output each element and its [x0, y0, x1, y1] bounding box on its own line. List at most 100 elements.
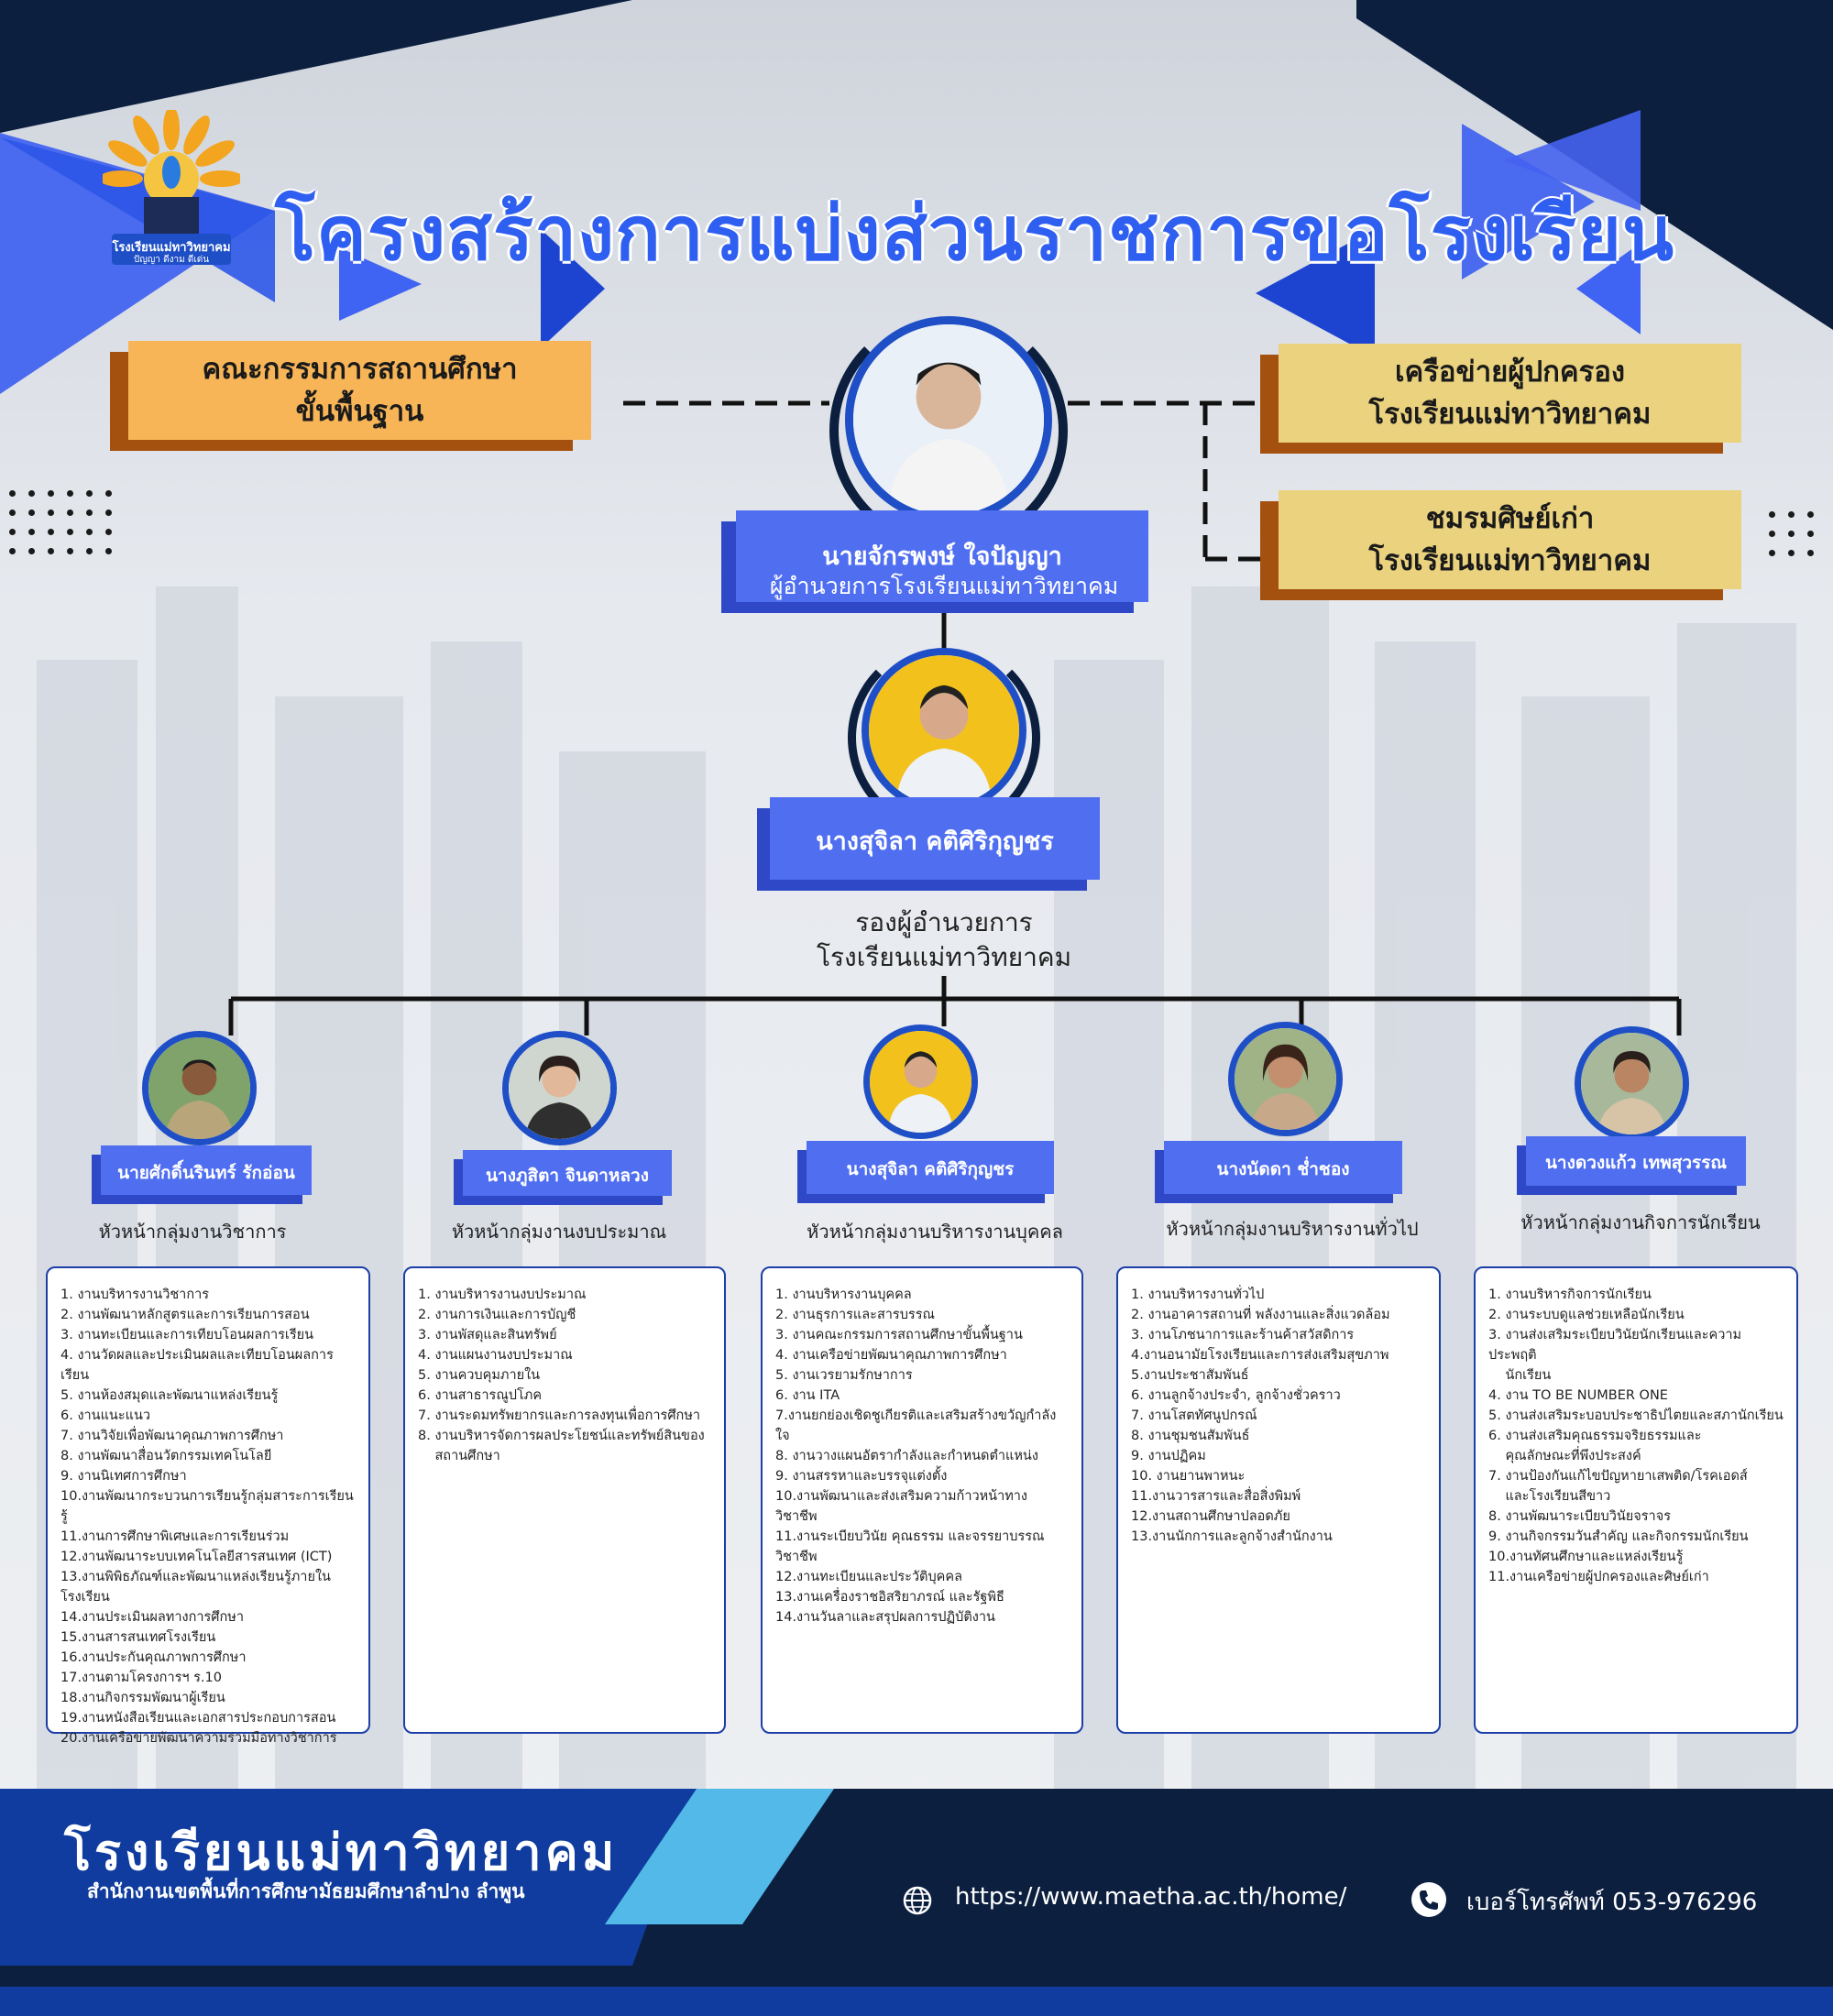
task-item: 14.งานประเมินผลทางการศึกษา: [60, 1610, 244, 1625]
deputy-photo: [862, 648, 1026, 813]
group-head-name-student-affairs: นางดวงแก้ว เทพสุวรรณ: [1544, 1153, 1728, 1173]
task-item: 13.งานเครื่องราชอิสริยาภรณ์ และรัฐพิธี: [775, 1590, 1004, 1605]
group-head-photo-academic: [142, 1031, 257, 1145]
group-head-name-budget: นางภูสิตา จินดาหลวง: [486, 1166, 649, 1186]
task-item: 12.งานพัฒนาระบบเทคโนโลยีสารสนเทศ (ICT): [60, 1550, 333, 1564]
task-list-card-academic: 1. งานบริหารงานวิชาการ 2. งานพัฒนาหลักสูต…: [46, 1266, 370, 1746]
task-item: 6. งานสาธารณูปโภค: [418, 1388, 543, 1403]
group-role-student-affairs: หัวหน้ากลุ่มงานกิจการนักเรียน: [1520, 1211, 1761, 1233]
task-item: 1. งานบริหารงานวิชาการ: [60, 1287, 210, 1302]
website-link[interactable]: https://www.maetha.ac.th/home/: [955, 1883, 1347, 1911]
task-item: 10.งานทัศนศึกษาและแหล่งเรียนรู้: [1488, 1550, 1684, 1564]
task-item: 6. งานลูกจ้างประจำ, ลูกจ้างชั่วคราว: [1131, 1388, 1341, 1403]
person-icon: [148, 1037, 250, 1139]
person-icon: [509, 1037, 610, 1139]
task-list-academic: 1. งานบริหารงานวิชาการ 2. งานพัฒนาหลักสูต…: [60, 1285, 356, 1748]
task-item: 4. งาน TO BE NUMBER ONE: [1488, 1388, 1668, 1403]
task-item: 2. งานธุรการและสารบรรณ: [775, 1308, 935, 1322]
group-role-budget: หัวหน้ากลุ่มงานงบประมาณ: [451, 1221, 667, 1243]
director-position: ผู้อำนวยการโรงเรียนแม่ทาวิทยาคม: [769, 573, 1119, 599]
group-head-photo-personnel: [863, 1024, 978, 1139]
footer-school-name: โรงเรียนแม่ทาวิทยาคม: [64, 1824, 619, 1881]
task-item: 9. งานสรรหาและบรรจุแต่งตั้ง: [775, 1469, 948, 1484]
parent-network-box: เครือข่ายผู้ปกครอง โรงเรียนแม่ทาวิทยาคม: [1260, 344, 1741, 454]
task-item: 4. งานวัดผลและประเมินผลและเทียบโอนผลการเ…: [60, 1348, 334, 1383]
person-icon: [853, 324, 1044, 515]
task-item: 4. งานเครือข่ายพัฒนาคุณภาพการศึกษา: [775, 1348, 1007, 1363]
task-item: 4.งานอนามัยโรงเรียนและการส่งเสริมสุขภาพ: [1131, 1348, 1389, 1363]
task-item: 9. งานปฏิคม: [1131, 1449, 1206, 1463]
task-item: 8. งานบริหารจัดการผลประโยชน์และทรัพย์สิน…: [418, 1429, 705, 1463]
task-item: 2. งานพัฒนาหลักสูตรและการเรียนการสอน: [60, 1308, 310, 1322]
task-item: 14.งานวันลาและสรุปผลการปฏิบัติงาน: [775, 1610, 995, 1625]
task-item: 9. งานกิจกรรมวันสำคัญ และกิจกรรมนักเรียน: [1488, 1529, 1749, 1544]
task-item: 6. งานส่งเสริมคุณธรรมจริยธรรมและ คุณลักษ…: [1488, 1429, 1702, 1463]
task-item: 8. งานพัฒนาสื่อนวัตกรรมเทคโนโลยี: [60, 1449, 272, 1463]
person-icon: [1581, 1033, 1683, 1134]
group-head-name-general: นางนัดดา ช่ำชอง: [1216, 1159, 1350, 1179]
task-item: 3. งานโภชนาการและร้านค้าสวัสดิการ: [1131, 1328, 1355, 1342]
task-item: 11.งานระเบียบวินัย คุณธรรม และจรรยาบรรณว…: [775, 1529, 1045, 1564]
task-item: 4. งานแผนงานงบประมาณ: [418, 1348, 573, 1363]
task-item: 5. งานเวรยามรักษาการ: [775, 1368, 913, 1383]
school-board-line2: ขั้นพื้นฐาน: [295, 395, 424, 428]
task-item: 8. งานชุมชนสัมพันธ์: [1131, 1429, 1250, 1443]
alumni-box: ชมรมศิษย์เก่า โรงเรียนแม่ทาวิทยาคม: [1260, 490, 1741, 600]
page-title: โครงสร้างการแบ่งส่วนราชการขอโรงเรียน: [275, 191, 1675, 278]
task-item: 3. งานส่งเสริมระเบียบวินัยนักเรียนและควา…: [1488, 1328, 1742, 1383]
task-item: 18.งานกิจกรรมพัฒนาผู้เรียน: [60, 1691, 225, 1705]
director-name-box: นายจักรพงษ์ ใจปัญญา: [736, 510, 1148, 602]
parent-network-line2: โรงเรียนแม่ทาวิทยาคม: [1368, 398, 1652, 431]
deputy-position-line1: รองผู้อำนวยการ: [855, 907, 1033, 937]
deputy-position-line2: โรงเรียนแม่ทาวิทยาคม: [816, 942, 1072, 972]
group-head-name-personnel: นางสุจิลา คติศิริกุญชร: [846, 1159, 1015, 1179]
task-item: 3. งานคณะกรรมการสถานศึกษาขั้นพื้นฐาน: [775, 1328, 1023, 1342]
group-head-photo-student-affairs: [1575, 1026, 1689, 1141]
group-head-name-academic: นายศักดิ์นรินทร์ รักอ่อน: [117, 1163, 295, 1183]
footer-office: สำนักงานเขตพื้นที่การศึกษามัธยมศึกษาลำปา…: [87, 1880, 525, 1902]
phone-number[interactable]: เบอร์โทรศัพท์ 053-976296: [1466, 1889, 1758, 1916]
group-head-name-box-student-affairs: นางดวงแก้ว เทพสุวรรณ: [1526, 1136, 1746, 1186]
task-item: 11.งานเครือข่ายผู้ปกครองและศิษย์เก่า: [1488, 1570, 1709, 1584]
person-icon: [870, 1031, 971, 1133]
task-item: 7. งานป้องกันแก้ไขปัญหายาเสพติด/โรคเอดส์…: [1488, 1469, 1748, 1504]
task-item: 11.งานการศึกษาพิเศษและการเรียนร่วม: [60, 1529, 290, 1544]
task-item: 20.งานเครือข่ายพัฒนาความร่วมมือทางวิชากา…: [60, 1731, 337, 1746]
task-item: 17.งานตามโครงการฯ ร.10: [60, 1671, 222, 1685]
task-item: 13.งานพิพิธภัณฑ์และพัฒนาแหล่งเรียนรู้ภาย…: [60, 1570, 331, 1605]
task-item: 8. งานวางแผนอัตรากำลังและกำหนดตำแหน่ง: [775, 1449, 1038, 1463]
group-role-academic: หัวหน้ากลุ่มงานวิชาการ: [98, 1221, 287, 1243]
globe-icon: [903, 1886, 932, 1915]
task-item: 12.งานสถานศึกษาปลอดภัย: [1131, 1509, 1290, 1524]
group-head-photo-general: [1228, 1022, 1343, 1136]
task-item: 1. งานบริหารงานทั่วไป: [1131, 1287, 1265, 1302]
task-item: 10.งานพัฒนาและส่งเสริมความก้าวหน้าทางวิช…: [775, 1489, 1028, 1524]
task-item: 15.งานสารสนเทศโรงเรียน: [60, 1630, 216, 1645]
group-head-name-box-general: นางนัดดา ช่ำชอง: [1164, 1141, 1402, 1194]
phone-icon: [1411, 1882, 1446, 1917]
school-board-line1: คณะกรรมการสถานศึกษา: [202, 353, 518, 386]
logo-motto: ปัญญา ดีงาม ดีเด่น: [133, 255, 210, 265]
alumni-line2: โรงเรียนแม่ทาวิทยาคม: [1368, 544, 1652, 577]
school-logo: โรงเรียนแม่ทาวิทยาคม ปัญญา ดีงาม ดีเด่น: [99, 106, 244, 293]
parent-network-line1: เครือข่ายผู้ปกครอง: [1394, 356, 1626, 389]
task-item: 3. งานพัสดุและสินทรัพย์: [418, 1328, 557, 1342]
group-role-personnel: หัวหน้ากลุ่มงานบริหารงานบุคคล: [807, 1221, 1063, 1243]
task-item: 5. งานส่งเสริมระบอบประชาธิปไตยและสภานักเ…: [1488, 1408, 1784, 1423]
task-item: 1. งานบริหารกิจการนักเรียน: [1488, 1287, 1652, 1302]
task-item: 12.งานทะเบียนและประวัติบุคคล: [775, 1570, 962, 1584]
task-item: 7.งานยกย่องเชิดชูเกียรติและเสริมสร้างขวั…: [775, 1408, 1057, 1443]
group-head-name-box-budget: นางภูสิตา จินดาหลวง: [463, 1150, 672, 1196]
school-board-box: คณะกรรมการสถานศึกษา ขั้นพื้นฐาน: [110, 341, 591, 451]
group-head-photo-budget: [502, 1031, 617, 1145]
task-item: 2. งานการเงินและการบัญชี: [418, 1308, 576, 1322]
task-item: 8. งานพัฒนาระเบียบวินัยจราจร: [1488, 1509, 1671, 1524]
task-item: 7. งานโสตทัศนูปกรณ์: [1131, 1408, 1257, 1423]
